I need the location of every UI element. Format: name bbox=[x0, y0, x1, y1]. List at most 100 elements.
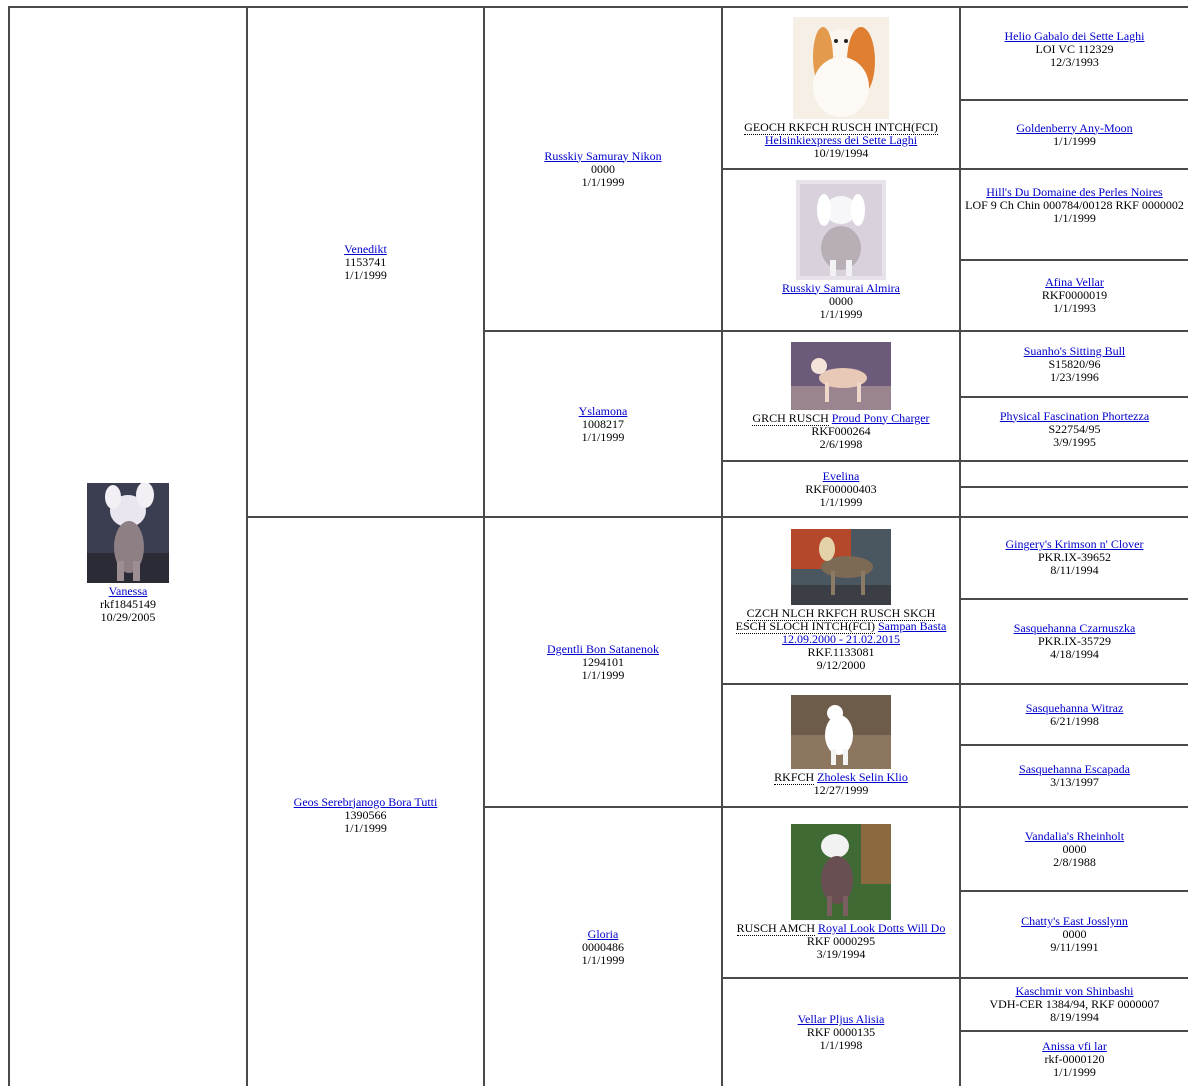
row-divider bbox=[959, 1030, 1188, 1032]
dog-registration: 0000486 bbox=[581, 939, 624, 954]
dog-name-link[interactable]: Dgentli Bon Satanenok bbox=[547, 641, 659, 656]
dog-cell-gen3: Russkiy Samuray Nikon 0000 1/1/1999 bbox=[485, 8, 721, 330]
dog-name-link[interactable]: Sasquehanna Escapada bbox=[1019, 762, 1130, 776]
dog-cell-gen5: Sasquehanna Czarnuszka PKR.IX-35729 4/18… bbox=[961, 600, 1188, 683]
dog-cell-gen5: Gingery's Krimson n' Clover PKR.IX-39652… bbox=[961, 518, 1188, 598]
dog-cell-gen3: Dgentli Bon Satanenok 1294101 1/1/1999 bbox=[485, 518, 721, 806]
dog-registration: RKF 0000135 bbox=[806, 1025, 876, 1039]
dog-photo[interactable] bbox=[796, 179, 886, 280]
col-divider-3 bbox=[721, 6, 723, 1086]
dog-cell-gen4: GRCH RUSCH Proud Pony Charger RKF000264 … bbox=[723, 332, 959, 460]
dog-cell-gen4: Russkiy Samurai Almira 0000 1/1/1999 bbox=[723, 170, 959, 330]
dog-name-link[interactable]: Goldenberry Any-Moon bbox=[1016, 120, 1133, 135]
dog-cell-gen3: Gloria 0000486 1/1/1999 bbox=[485, 808, 721, 1086]
dog-birth-date: 6/21/1998 bbox=[1050, 713, 1099, 728]
dog-cell-gen4: CZCH NLCH RKFCH RUSCH SKCH ESCH SLOCH IN… bbox=[723, 518, 959, 683]
dog-cell-gen5: Chatty's East Josslynn 0000 9/11/1991 bbox=[961, 892, 1188, 977]
dog-cell-gen5-empty bbox=[961, 462, 1188, 486]
dog-birth-date: 10/29/2005 bbox=[100, 609, 156, 624]
dog-name-link[interactable]: Russkiy Samurai Almira bbox=[782, 280, 900, 295]
dog-name-link[interactable]: Gingery's Krimson n' Clover bbox=[1005, 537, 1144, 551]
dog-photo[interactable] bbox=[87, 482, 169, 583]
dog-cell-gen4: RKFCH Zholesk Selin Klio 12/27/1999 bbox=[723, 685, 959, 806]
row-divider bbox=[959, 598, 1188, 600]
dog-registration: 0000 bbox=[829, 293, 853, 308]
dog-title: RUSCH AMCH bbox=[736, 921, 816, 936]
dog-registration: PKR.IX-35729 bbox=[1037, 634, 1111, 648]
dog-name-link[interactable]: Vellar Pljus Alisia bbox=[797, 1012, 885, 1026]
dog-name-link[interactable]: Chatty's East Josslynn bbox=[1021, 914, 1128, 928]
dog-name-link[interactable]: Vandalia's Rheinholt bbox=[1024, 828, 1125, 843]
row-divider bbox=[959, 744, 1188, 746]
dog-cell-gen5: Anissa vfi lar rkf-0000120 1/1/1999 bbox=[961, 1032, 1188, 1086]
row-divider bbox=[721, 683, 1188, 685]
dog-title: GEOCH RKFCH RUSCH INTCH(FCI) bbox=[744, 119, 938, 135]
dog-name-link[interactable]: Zholesk Selin Klio bbox=[817, 769, 908, 784]
dog-registration: 0000 bbox=[1062, 927, 1087, 941]
dog-birth-date: 12/27/1999 bbox=[813, 782, 869, 797]
dog-photo[interactable] bbox=[793, 16, 889, 119]
dog-birth-date: 9/12/2000 bbox=[816, 658, 866, 672]
dog-registration: RKF0000019 bbox=[1041, 288, 1108, 302]
dog-name-link[interactable]: Physical Fascination Phortezza bbox=[999, 408, 1150, 423]
dog-birth-date: 2/6/1998 bbox=[819, 436, 863, 451]
dog-birth-date: 10/19/1994 bbox=[813, 145, 869, 160]
dog-name-link[interactable]: Geos Serebrjanogo Bora Tutti bbox=[293, 794, 438, 809]
dog-photo[interactable] bbox=[791, 694, 891, 769]
dog-name-link[interactable]: Sasquehanna Czarnuszka bbox=[1013, 621, 1136, 635]
row-divider bbox=[959, 99, 1188, 101]
row-divider bbox=[721, 460, 1188, 462]
dog-birth-date: 8/11/1994 bbox=[1050, 563, 1099, 577]
dog-name-link[interactable]: Evelina bbox=[822, 468, 860, 483]
dog-name-link[interactable]: Helsinkiexpress dei Sette Laghi bbox=[764, 132, 918, 147]
dog-registration: RKF00000403 bbox=[805, 481, 877, 496]
dog-birth-date: 1/1/1999 bbox=[1053, 133, 1096, 148]
dog-photo[interactable] bbox=[791, 529, 891, 605]
dog-cell-gen4: Vellar Pljus Alisia RKF 0000135 1/1/1998 bbox=[723, 979, 959, 1086]
dog-registration: S22754/95 bbox=[1048, 421, 1101, 436]
dog-name-link[interactable]: Hill's Du Domaine des Perles Noires bbox=[986, 185, 1163, 199]
dog-registration: VDH-CER 1384/94, RKF 0000007 bbox=[989, 997, 1160, 1011]
dog-name-link[interactable]: Kaschmir von Shinbashi bbox=[1015, 984, 1134, 998]
dog-name-link[interactable]: Afina Vellar bbox=[1045, 275, 1104, 289]
dog-cell-gen5: Suanho's Sitting Bull S15820/96 1/23/199… bbox=[961, 332, 1188, 396]
dog-name-link[interactable]: Suanho's Sitting Bull bbox=[1023, 343, 1126, 358]
dog-birth-date: 1/1/1999 bbox=[344, 267, 387, 282]
dog-birth-date: 1/1/1999 bbox=[581, 174, 625, 189]
dog-name-link[interactable]: Gloria bbox=[587, 926, 619, 941]
dog-name-link[interactable]: Sampan Basta 12.09.2000 - 21.02.2015 bbox=[782, 619, 947, 646]
dog-cell-gen5-empty bbox=[961, 488, 1188, 516]
dog-birth-date: 3/13/1997 bbox=[1050, 775, 1099, 789]
dog-name-link[interactable]: Vanessa bbox=[108, 583, 148, 598]
dog-birth-date: 1/1/1999 bbox=[819, 494, 863, 509]
dog-registration: 1390566 bbox=[344, 807, 387, 822]
dog-name-link[interactable]: Sasquehanna Witraz bbox=[1025, 700, 1124, 715]
row-divider bbox=[483, 330, 1188, 332]
dog-cell-gen5: Vandalia's Rheinholt 0000 2/8/1988 bbox=[961, 808, 1188, 890]
dog-name-link[interactable]: Yslamona bbox=[578, 403, 628, 418]
dog-name-link[interactable]: Helio Gabalo dei Sette Laghi bbox=[1004, 29, 1145, 43]
dog-photo[interactable] bbox=[791, 824, 891, 920]
dog-cell-gen5: Afina Vellar RKF0000019 1/1/1993 bbox=[961, 261, 1188, 330]
dog-name-link[interactable]: Royal Look Dotts Will Do bbox=[818, 921, 946, 935]
dog-cell-gen5: Physical Fascination Phortezza S22754/95… bbox=[961, 398, 1188, 460]
dog-birth-date: 1/1/1998 bbox=[819, 1038, 863, 1052]
dog-name-link[interactable]: Proud Pony Charger bbox=[831, 410, 930, 425]
dog-birth-date: 9/11/1991 bbox=[1050, 940, 1099, 954]
dog-birth-date: 1/1/1999 bbox=[1053, 211, 1096, 225]
dog-cell-gen5: Sasquehanna Witraz 6/21/1998 bbox=[961, 685, 1188, 744]
dog-photo[interactable] bbox=[790, 341, 891, 410]
dog-birth-date: 1/1/1999 bbox=[581, 429, 625, 444]
dog-cell-gen3: Yslamona 1008217 1/1/1999 bbox=[485, 332, 721, 516]
dog-name-link[interactable]: Venedikt bbox=[344, 241, 387, 256]
dog-name-link[interactable]: Anissa vfi lar bbox=[1042, 1038, 1107, 1053]
dog-title: CZCH NLCH RKFCH RUSCH SKCH ESCH SLOCH IN… bbox=[735, 606, 936, 634]
dog-birth-date: 12/3/1993 bbox=[1050, 55, 1099, 69]
dog-cell-gen4: RUSCH AMCH Royal Look Dotts Will Do RKF … bbox=[723, 808, 959, 977]
dog-birth-date: 1/1/1999 bbox=[581, 952, 625, 967]
dog-name-link[interactable]: Russkiy Samuray Nikon bbox=[544, 148, 662, 163]
dog-cell-gen4: Evelina RKF00000403 1/1/1999 bbox=[723, 462, 959, 516]
table-top-border bbox=[8, 6, 1188, 8]
dog-registration: RKF.1133081 bbox=[807, 645, 875, 659]
row-divider bbox=[959, 259, 1188, 261]
